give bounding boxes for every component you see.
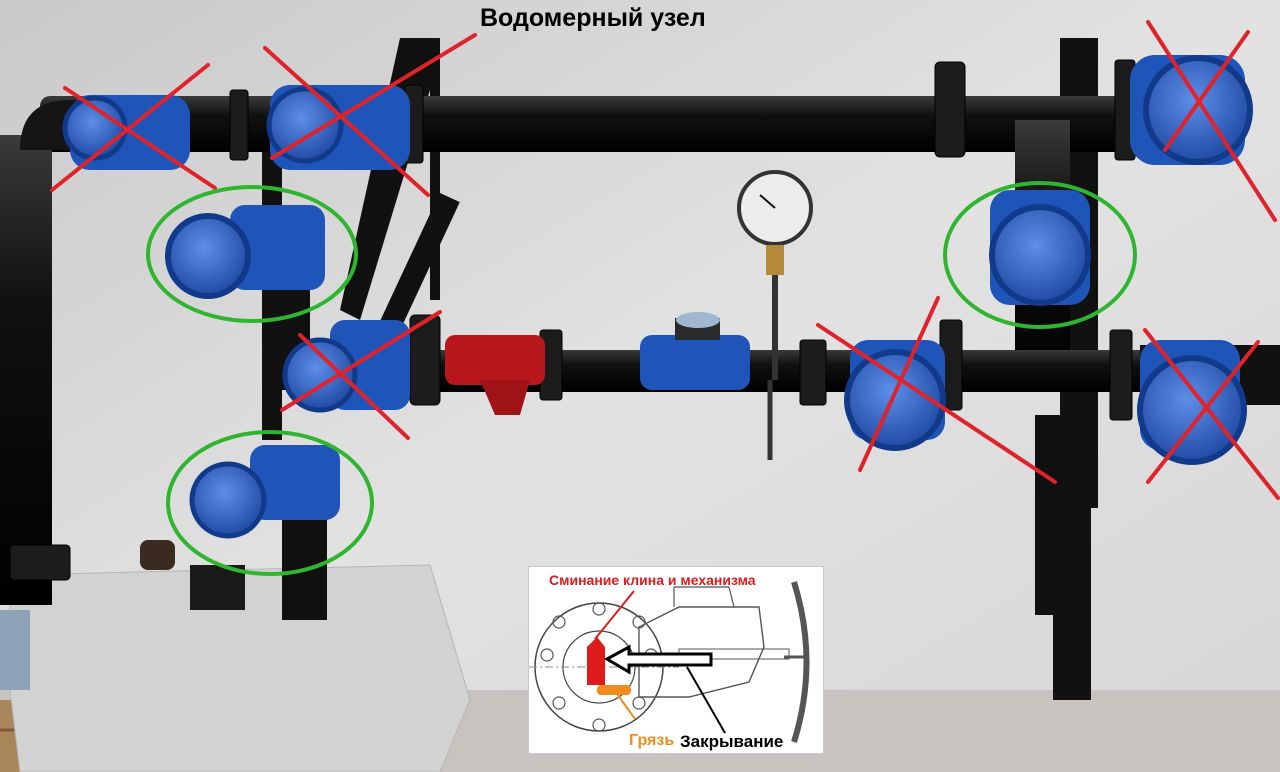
valve-cross-section-diagram <box>529 581 810 743</box>
valves <box>62 55 1253 539</box>
crossed-valve-marks <box>50 20 1280 500</box>
figure-title: Водомерный узел <box>480 4 706 32</box>
valve-cross-section-inset: Сминание клина и механизма Грязь Закрыва… <box>528 566 824 754</box>
water-meter <box>640 312 750 390</box>
label-dirt: Грязь <box>629 732 675 749</box>
label-wedge-crushing: Сминание клина и механизма <box>549 572 756 588</box>
pressure-gauge <box>737 170 813 460</box>
label-closing: Закрывание <box>680 732 784 751</box>
circled-valve-marks <box>146 181 1137 576</box>
red-strainer <box>445 335 545 415</box>
